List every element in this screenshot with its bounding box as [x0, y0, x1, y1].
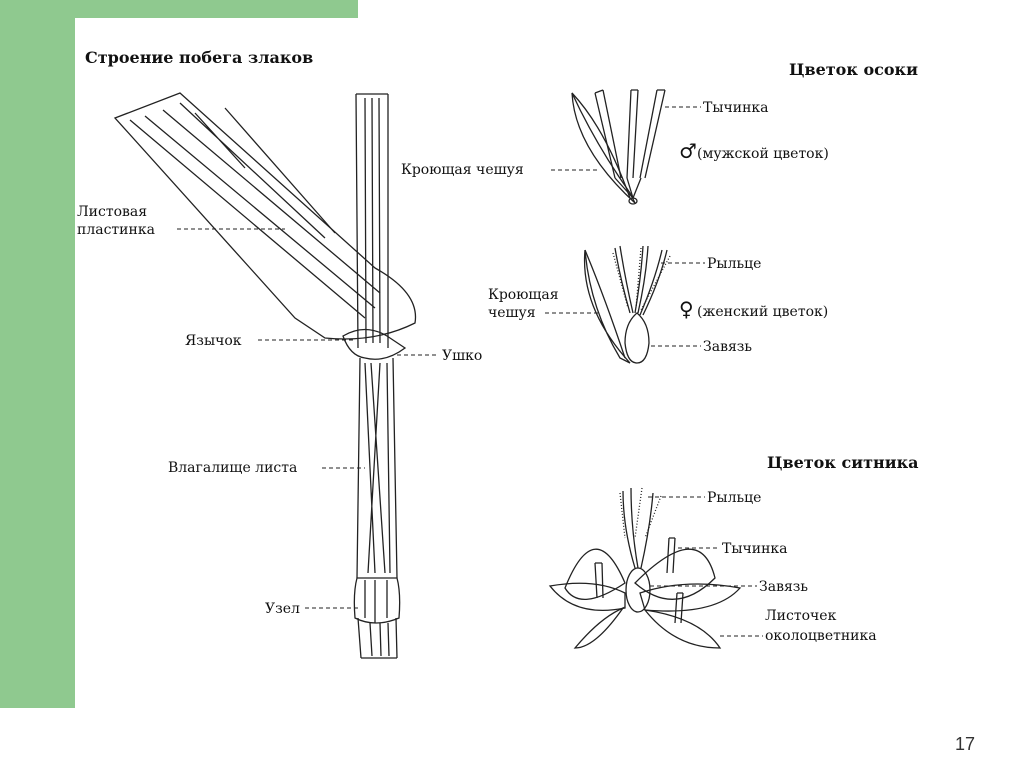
- label-leaf-blade-2: пластинка: [77, 222, 155, 238]
- label-auricle: Ушко: [442, 348, 482, 364]
- label-rush-tepal-line1: Листочек: [765, 608, 837, 624]
- label-sedge-scale-2-line1: Кроющая: [488, 287, 559, 303]
- page-number: 17: [955, 734, 976, 754]
- label-sedge-stigma: Рыльце: [707, 256, 761, 272]
- label-male-flower: (мужской цветок): [697, 146, 829, 162]
- sedge-female-flower-drawing: [583, 245, 671, 364]
- label-ligule: Язычок: [185, 333, 242, 349]
- botany-figure: Строение побега злаков Цветок осоки Цвет…: [75, 18, 949, 708]
- label-sedge-stamen: Тычинка: [703, 100, 769, 116]
- male-symbol: ♂: [679, 139, 697, 163]
- title-grass-shoot: Строение побега злаков: [85, 48, 313, 67]
- label-female-flower: (женский цветок): [697, 304, 828, 320]
- female-symbol: ♀: [679, 297, 694, 321]
- label-sedge-scale-2-line2: чешуя: [488, 305, 536, 321]
- label-rush-stamen: Тычинка: [722, 541, 788, 557]
- label-node: Узел: [265, 601, 300, 617]
- label-sedge-scale: Кроющая чешуя: [401, 162, 524, 178]
- label-leaf-blade-1: Листовая: [77, 204, 147, 220]
- label-rush-ovary: Завязь: [759, 579, 808, 595]
- botany-diagram: Строение побега злаков Цветок осоки Цвет…: [77, 48, 919, 659]
- label-rush-tepal-line2: околоцветника: [765, 628, 877, 644]
- rush-flower-drawing: [548, 487, 742, 649]
- label-leaf-sheath: Влагалище листа: [168, 460, 297, 476]
- title-rush-flower: Цветок ситника: [767, 453, 919, 472]
- sedge-male-flower-drawing: [571, 89, 666, 205]
- label-rush-stigma: Рыльце: [707, 490, 761, 506]
- label-sedge-ovary: Завязь: [703, 339, 752, 355]
- grass-stem-drawing: [113, 92, 417, 659]
- title-sedge-flower: Цветок осоки: [789, 60, 918, 79]
